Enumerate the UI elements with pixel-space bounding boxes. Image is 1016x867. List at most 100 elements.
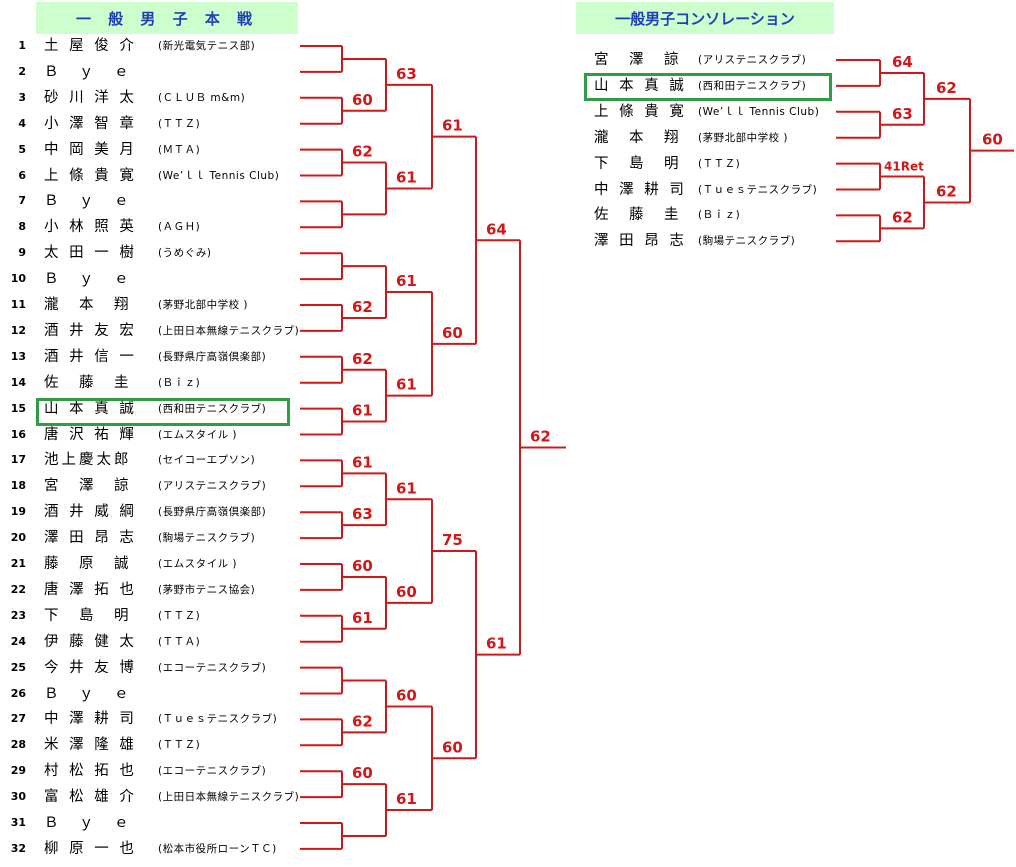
player-club: (エムスタイル ) [158, 558, 238, 570]
player-name: 瀧 本 翔 [44, 297, 132, 313]
match-score: 62 [352, 143, 373, 161]
player-club: (駒場テニスクラブ) [698, 235, 796, 248]
player-club: (ＴＴＡ) [158, 635, 201, 648]
draw-number: 29 [10, 764, 26, 778]
player-club: (西和田テニスクラブ) [698, 79, 807, 92]
consolation-draw-title: 一般男子コンソレーション [576, 2, 834, 34]
draw-number: 26 [10, 686, 26, 700]
player-name: Ｂ ｙ ｅ [44, 63, 132, 80]
player-club: (ＴＴＺ) [158, 609, 201, 622]
player-name: Ｂ ｙ ｅ [44, 193, 132, 210]
player-name: 酒 井 友 宏 [44, 322, 137, 339]
draw-number: 6 [18, 168, 26, 182]
player-club: (うめぐみ) [158, 247, 212, 260]
draw-number: 16 [10, 427, 26, 441]
player-row: 7 Ｂ ｙ ｅ [0, 188, 300, 214]
player-name: 佐 藤 圭 [594, 207, 682, 224]
player-club: (茅野北部中学校 ) [158, 299, 249, 311]
match-score: 75 [442, 531, 463, 549]
match-score: 63 [352, 505, 373, 523]
draw-number: 12 [10, 323, 26, 337]
player-club: (茅野市テニス協会) [158, 583, 256, 596]
match-score: 61 [352, 402, 373, 420]
player-club: (駒場テニスクラブ) [158, 532, 256, 545]
player-club: (ＴＴＺ) [158, 117, 201, 130]
player-name: 砂 川 洋 太 [44, 89, 137, 106]
player-club: (Ｔｕｅｓテニスクラブ) [158, 713, 278, 726]
player-name: 柳 原 一 也 [44, 840, 137, 857]
player-name: 太 田 一 樹 [44, 245, 137, 262]
match-score: 63 [396, 65, 417, 83]
draw-number: 7 [18, 194, 26, 208]
player-name: 酒 井 威 綱 [44, 504, 137, 521]
player-name: 小 林 照 英 [44, 219, 137, 236]
match-score: 62 [352, 298, 373, 316]
match-score: 60 [352, 91, 373, 109]
player-name: 小 澤 智 章 [44, 115, 137, 132]
match-score: 61 [352, 609, 373, 627]
draw-number: 17 [10, 453, 26, 467]
draw-number: 31 [10, 816, 26, 829]
player-name: 土 屋 俊 介 [44, 38, 137, 54]
consolation-player-row: 中 澤 耕 司(Ｔｕｅｓテニスクラブ) [580, 177, 840, 203]
player-club: (茅野北部中学校 ) [698, 131, 789, 144]
player-club: (アリステニスクラブ) [158, 480, 267, 493]
match-score: 64 [486, 220, 507, 238]
match-score: 62 [530, 427, 551, 445]
player-club: (ＣＬＵＢ m&m) [158, 91, 246, 104]
draw-number: 24 [10, 634, 26, 648]
player-name: 池上慶太郎 [44, 452, 132, 469]
draw-number: 21 [10, 557, 26, 570]
draw-number: 8 [18, 220, 26, 234]
player-row: 23 下 島 明 (ＴＴＺ) [0, 603, 300, 629]
match-score: 61 [396, 168, 417, 186]
player-name: 上 條 貴 寛 [594, 103, 687, 120]
match-score: 60 [352, 557, 373, 575]
draw-number: 9 [18, 246, 26, 260]
player-club: (西和田テニスクラブ) [158, 402, 267, 415]
match-score: 63 [892, 105, 913, 123]
player-name: 下 島 明 [44, 607, 132, 624]
consolation-player-row: 山 本 真 誠 (西和田テニスクラブ) [580, 73, 840, 99]
player-name: 中 澤 耕 司 [44, 711, 137, 728]
match-score: 62 [892, 208, 913, 226]
draw-number: 30 [10, 790, 26, 804]
draw-number: 15 [10, 401, 26, 415]
match-score: 61 [396, 272, 417, 290]
player-name: 瀧 本 翔 [594, 129, 682, 146]
draw-number: 23 [10, 608, 26, 622]
draw-number: 13 [10, 349, 26, 363]
player-club: (松本市役所ローンＴＣ) [158, 842, 277, 855]
player-club: (長野県庁高嶺倶楽部) [158, 350, 267, 363]
player-club: (上田日本無線テニスクラブ) [158, 791, 300, 804]
match-score: 61 [396, 790, 417, 808]
player-name: 澤 田 昂 志 [594, 233, 687, 250]
draw-number: 22 [10, 582, 26, 596]
player-name: 山 本 真 誠 [594, 77, 687, 94]
match-score: 61 [442, 117, 463, 135]
consolation-player-row: 瀧 本 翔 (茅野北部中学校 ) [580, 125, 840, 151]
consolation-player-row: 澤 田 昂 志 (駒場テニスクラブ) [580, 228, 840, 254]
match-score: 41Ret [884, 160, 924, 174]
match-score: 61 [486, 635, 507, 653]
player-club: (ＴＴＺ) [158, 739, 201, 752]
player-club: (ＡＧＨ) [158, 221, 201, 234]
draw-number: 1 [18, 39, 26, 52]
player-club: (Ｂｉｚ) [158, 376, 201, 389]
player-name: Ｂ ｙ ｅ [44, 815, 132, 831]
match-score: 61 [396, 376, 417, 394]
player-name: 山 本 真 誠 [44, 400, 137, 417]
player-club: (We’ｌｌ Tennis Club) [158, 169, 280, 182]
